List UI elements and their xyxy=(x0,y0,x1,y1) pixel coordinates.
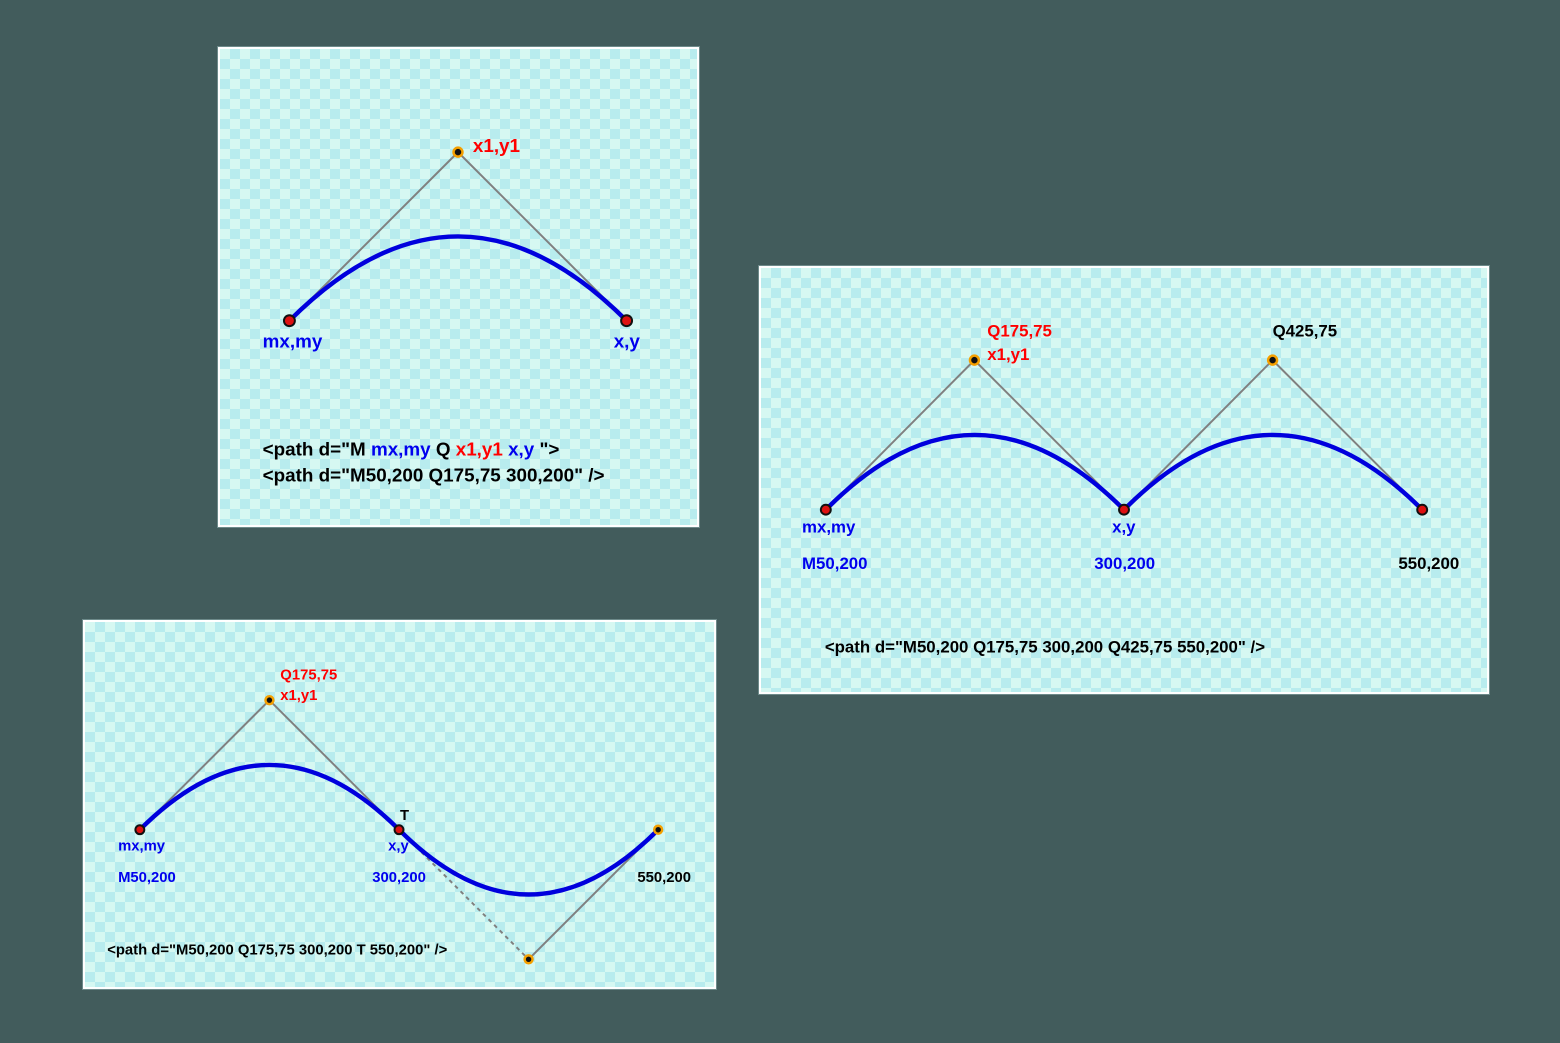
syntax-end: x,y xyxy=(508,439,535,460)
syntax-suffix: "> xyxy=(534,439,559,460)
quadratic-bezier-diagram: x1,y1 mx,my x,y <path d="M mx,my Q x1,y1… xyxy=(263,135,641,485)
start-point-label: mx,my xyxy=(263,330,323,351)
mid-point xyxy=(1118,503,1130,516)
start-coords-label: M50,200 xyxy=(118,870,176,886)
control-1-name-label: x1,y1 xyxy=(987,345,1029,364)
chained-quadratic-curve xyxy=(823,432,1425,513)
path-example: <path d="M50,200 Q175,75 300,200" /> xyxy=(263,464,605,485)
control-name-label: x1,y1 xyxy=(280,688,317,704)
start-point xyxy=(819,503,832,516)
control-point-1 xyxy=(968,354,981,366)
path-example: <path d="M50,200 Q175,75 300,200 Q425,75… xyxy=(825,637,1265,656)
start-coords-label: M50,200 xyxy=(802,554,868,573)
chained-quadratic-diagram: Q175,75 x1,y1 Q425,75 mx,my x,y M50,200 … xyxy=(802,321,1459,656)
control-point xyxy=(264,694,275,706)
syntax-start: mx,my xyxy=(371,439,431,460)
mid-name-label: x,y xyxy=(388,838,409,854)
mid-point xyxy=(393,824,405,836)
start-point xyxy=(282,314,296,328)
chained-quadratic-panel: Q175,75 x1,y1 Q425,75 mx,my x,y M50,200 … xyxy=(759,266,1489,694)
end-point xyxy=(620,314,634,328)
smooth-quadratic-diagram: Q175,75 x1,y1 T mx,my x,y M50,200 300,20… xyxy=(107,667,691,965)
control-command-label: Q175,75 xyxy=(280,667,337,683)
control-point xyxy=(452,146,464,158)
start-name-label: mx,my xyxy=(802,518,856,537)
end-point-label: x,y xyxy=(614,330,641,351)
control-point-label: x1,y1 xyxy=(473,135,520,156)
end-point xyxy=(1416,503,1429,516)
control-2-command-label: Q425,75 xyxy=(1273,321,1338,340)
syntax-q: Q xyxy=(431,439,456,460)
syntax-control: x1,y1 xyxy=(456,439,503,460)
path-example: <path d="M50,200 Q175,75 300,200 T 550,2… xyxy=(107,942,447,958)
quadratic-curve xyxy=(287,234,629,323)
end-point xyxy=(652,824,664,835)
quadratic-bezier-panel: x1,y1 mx,my x,y <path d="M mx,my Q x1,y1… xyxy=(218,47,699,527)
reflected-control-point xyxy=(523,954,534,965)
end-coords-label: 550,200 xyxy=(637,870,691,886)
mid-name-label: x,y xyxy=(1112,518,1136,537)
start-name-label: mx,my xyxy=(118,838,166,854)
mid-coords-label: 300,200 xyxy=(1094,554,1155,573)
path-syntax-template: <path d="M mx,my Q x1,y1 x,y "> xyxy=(263,439,560,460)
t-command-label: T xyxy=(400,808,409,824)
smooth-quadratic-panel: Q175,75 x1,y1 T mx,my x,y M50,200 300,20… xyxy=(83,620,716,989)
reflected-control-line xyxy=(398,829,530,961)
end-coords-label: 550,200 xyxy=(1398,554,1459,573)
mid-coords-label: 300,200 xyxy=(372,870,426,886)
control-1-command-label: Q175,75 xyxy=(987,321,1052,340)
syntax-prefix: <path d="M xyxy=(263,439,371,460)
control-point-2 xyxy=(1266,354,1279,366)
start-point xyxy=(134,824,146,836)
